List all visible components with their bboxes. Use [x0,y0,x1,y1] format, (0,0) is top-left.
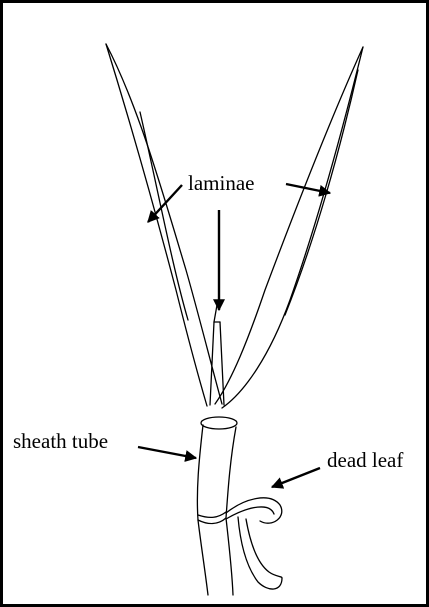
dead-leaf [226,498,282,589]
laminae-label: laminae [188,171,254,195]
laminae-right-arrow [286,184,330,193]
dead-leaf-arrow [272,468,320,487]
sheath-tube-arrow [138,447,196,458]
left-leaf-blade [106,44,222,406]
sheath-tube [197,417,237,595]
sheath-tube-label: sheath tube [13,429,108,453]
central-rolled-leaf [210,305,224,405]
dead-leaf-label: dead leaf [327,448,403,472]
right-leaf-blade [215,47,363,408]
